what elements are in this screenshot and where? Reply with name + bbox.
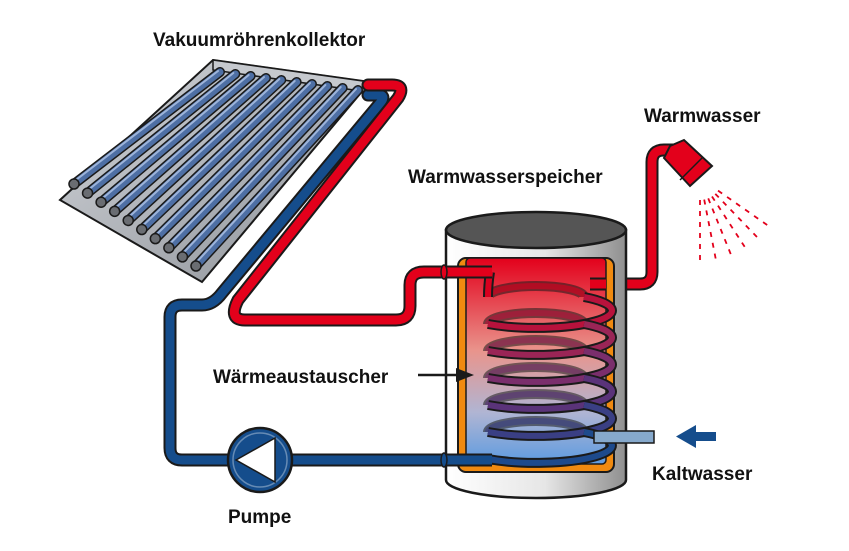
vacuum-tube bbox=[68, 67, 225, 190]
spray-drop bbox=[711, 208, 716, 214]
vacuum-tube bbox=[95, 71, 256, 208]
cold-water-inlet-pipe bbox=[593, 430, 655, 444]
arrow-left-icon bbox=[676, 425, 716, 448]
spray-drop bbox=[715, 218, 720, 224]
spray-drop bbox=[703, 199, 707, 205]
vacuum-tube bbox=[136, 77, 302, 236]
hot-water-outlet-label: Warmwasser bbox=[644, 106, 761, 127]
spray-drop bbox=[741, 242, 746, 248]
vacuum-tube bbox=[163, 81, 333, 254]
collector-panel bbox=[58, 58, 372, 284]
spray-drop bbox=[707, 198, 711, 204]
vacuum-tube bbox=[176, 83, 348, 263]
spray-drop bbox=[709, 231, 713, 238]
vacuum-tube bbox=[122, 75, 287, 227]
spray-drop bbox=[723, 238, 728, 245]
spray-drop bbox=[737, 216, 743, 222]
spray-drop bbox=[717, 189, 723, 195]
spray-drop bbox=[723, 214, 728, 220]
spray-drop bbox=[711, 242, 715, 248]
pump-label: Pumpe bbox=[228, 507, 292, 528]
spray-drop bbox=[753, 215, 759, 220]
spray-drop bbox=[729, 209, 735, 214]
water-spray bbox=[699, 189, 768, 260]
spray-drop bbox=[735, 232, 740, 239]
spray-drop bbox=[705, 210, 709, 216]
pump-triangle-icon bbox=[226, 426, 294, 494]
spray-drop bbox=[719, 228, 724, 234]
spray-drop bbox=[728, 249, 732, 255]
tank-label: Warmwasserspeicher bbox=[408, 167, 603, 188]
spray-drop bbox=[714, 193, 720, 199]
spray-drop bbox=[711, 195, 716, 202]
heat-exchanger-label: Wärmeaustauscher bbox=[213, 367, 389, 388]
spray-drop bbox=[729, 223, 734, 229]
spray-drop bbox=[762, 221, 768, 226]
spray-drop bbox=[722, 201, 728, 206]
vacuum-tube bbox=[190, 85, 363, 272]
vacuum-tubes bbox=[68, 67, 363, 272]
spray-drop bbox=[713, 253, 717, 259]
heat-exchanger-coil bbox=[483, 271, 617, 468]
vacuum-tube bbox=[81, 69, 241, 199]
vacuum-tube bbox=[108, 73, 271, 218]
spray-drop bbox=[707, 221, 711, 227]
vacuum-tube bbox=[149, 79, 317, 245]
spray-drop bbox=[726, 196, 732, 201]
arrow-right-icon bbox=[418, 368, 474, 382]
spray-drop bbox=[745, 224, 750, 230]
collector-label: Vakuumröhrenkollektor bbox=[153, 30, 366, 51]
cold-water-inlet-label: Kaltwasser bbox=[652, 464, 753, 485]
spray-drop bbox=[717, 205, 722, 211]
spray-drop bbox=[752, 232, 758, 238]
spray-drop bbox=[735, 202, 741, 207]
spray-drop bbox=[744, 208, 750, 214]
shower-head-icon bbox=[662, 138, 714, 188]
